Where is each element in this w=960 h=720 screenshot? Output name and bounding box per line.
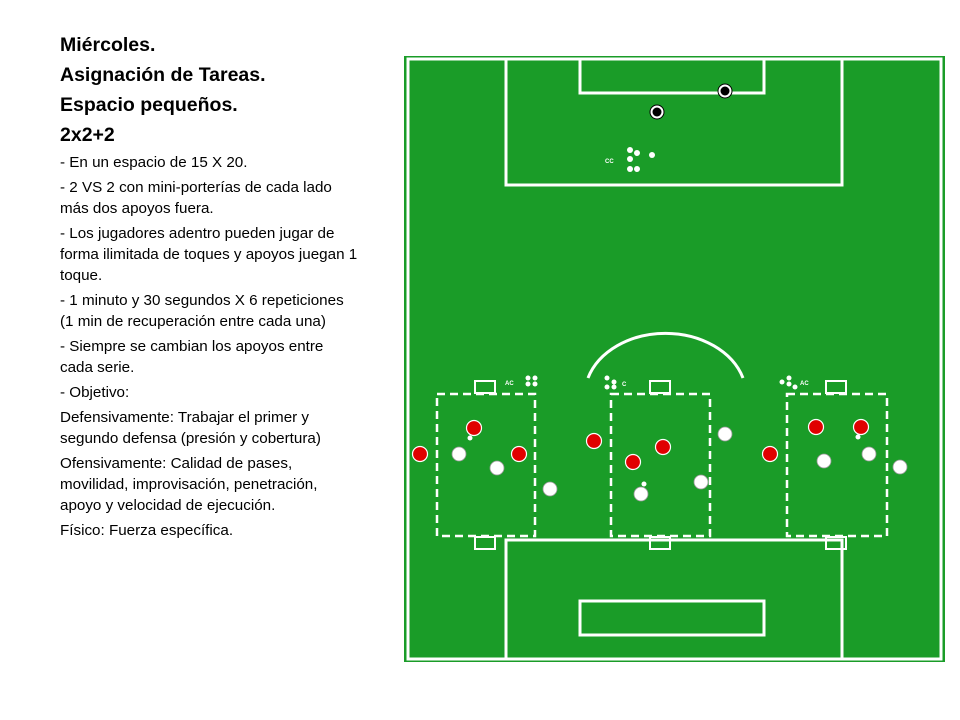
field-svg: CC AC C AC xyxy=(406,57,943,661)
bullet-touches: - Los jugadores adentro pueden jugar de … xyxy=(60,225,358,284)
mini-goal xyxy=(825,380,847,394)
title-line: 2x2+2 xyxy=(60,124,115,146)
title-line: Asignación de Tareas. xyxy=(60,64,266,86)
bottom-goal-area xyxy=(578,599,766,637)
mini-goal xyxy=(649,536,671,550)
ball-icon xyxy=(649,104,665,120)
player-red xyxy=(807,418,825,436)
bottom-penalty-area xyxy=(504,538,844,661)
mini-goal xyxy=(474,536,496,550)
red-team-players xyxy=(411,418,870,471)
center-circle xyxy=(586,331,745,379)
field-outline xyxy=(406,57,943,661)
player-red xyxy=(585,432,603,450)
white-team-players xyxy=(451,426,908,502)
player-white xyxy=(717,426,733,442)
player-red xyxy=(852,418,870,436)
top-goal-area xyxy=(578,57,766,95)
marker-center: C xyxy=(622,382,627,388)
title-line: Miércoles. xyxy=(60,34,156,56)
mini-goal xyxy=(649,380,671,394)
marker-left: AC xyxy=(505,381,514,387)
player-red xyxy=(761,445,779,463)
player-red xyxy=(411,445,429,463)
objective-offense: Ofensivamente: Calidad de pases, movilid… xyxy=(60,455,318,514)
player-white xyxy=(693,474,709,490)
field-lines xyxy=(406,57,943,661)
player-white xyxy=(892,459,908,475)
zone-left xyxy=(435,392,537,538)
player-white xyxy=(489,460,505,476)
player-red xyxy=(465,419,483,437)
top-penalty-area xyxy=(504,57,844,187)
slide-body: - En un espacio de 15 X 20. - 2 VS 2 con… xyxy=(60,152,360,545)
ball-icon xyxy=(717,83,733,99)
player-red xyxy=(510,445,528,463)
player-white xyxy=(542,481,558,497)
objective-defense: Defensivamente: Trabajar el primer y seg… xyxy=(60,409,321,447)
markers: CC AC C AC xyxy=(505,159,809,388)
player-white xyxy=(633,486,649,502)
player-white xyxy=(451,446,467,462)
title-line: Espacio pequeños. xyxy=(60,94,238,116)
objective-physical: Físico: Fuerza específica. xyxy=(60,522,234,539)
player-white xyxy=(816,453,832,469)
bullet-objective: - Objetivo: xyxy=(60,384,130,401)
slide-title: Miércoles. Asignación de Tareas. Espacio… xyxy=(60,30,390,150)
marker-top: CC xyxy=(605,159,614,165)
player-red xyxy=(654,438,672,456)
mini-goal xyxy=(825,536,847,550)
bullet-format: - 2 VS 2 con mini-porterías de cada lado… xyxy=(60,179,332,217)
player-white xyxy=(861,446,877,462)
bullet-rotation: - Siempre se cambian los apoyos entre ca… xyxy=(60,338,324,376)
mini-goal xyxy=(474,380,496,394)
mini-goals xyxy=(474,380,847,550)
bullet-space: - En un espacio de 15 X 20. xyxy=(60,154,248,171)
soccer-field-diagram: CC AC C AC xyxy=(404,56,945,662)
marker-right: AC xyxy=(800,381,809,387)
bullet-duration: - 1 minuto y 30 segundos X 6 repeticione… xyxy=(60,292,344,330)
zone-right xyxy=(785,392,889,538)
player-red xyxy=(624,453,642,471)
cones-group xyxy=(467,147,861,487)
